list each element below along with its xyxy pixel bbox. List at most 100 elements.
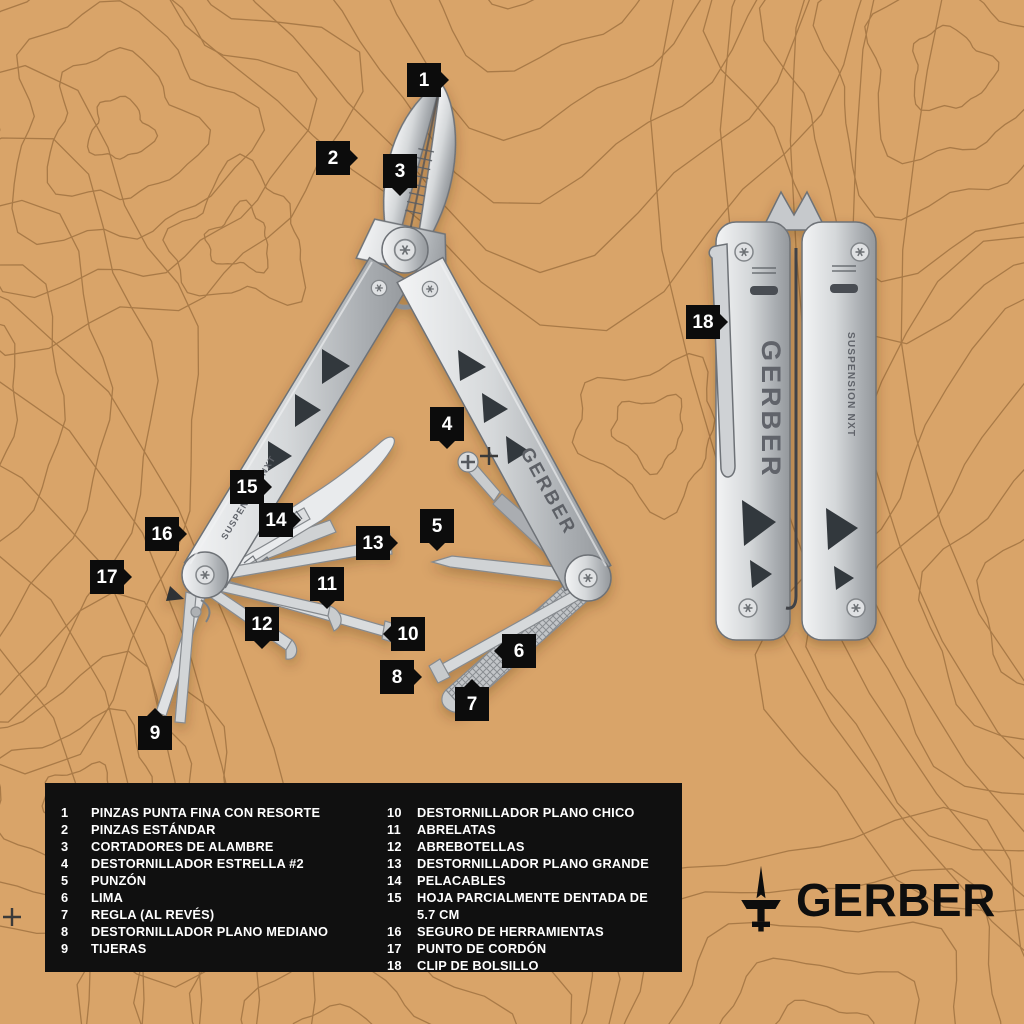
contour-line [11, 0, 266, 246]
legend-item-label: LIMA [91, 890, 124, 905]
legend-item-label: PUNTO DE CORDÓN [417, 941, 547, 956]
torx-screw-icon [393, 238, 417, 262]
legend-item-6: 6 LIMA [61, 889, 379, 906]
contour-line [702, 0, 1024, 345]
contour-line [438, 0, 641, 73]
legend-item-9: 9 TIJERAS [61, 940, 379, 957]
torx-screw-icon [578, 568, 598, 588]
bottle-opener-hook [285, 639, 298, 660]
legend-item-number: 9 [61, 941, 69, 956]
legend-item-number: 3 [61, 839, 69, 854]
contour-line [252, 0, 811, 274]
left-cutout-2 [295, 394, 321, 427]
legend-item-number: 4 [61, 856, 69, 871]
brand-lockup: GERBER [734, 862, 996, 938]
closed-cutout-3 [826, 508, 858, 550]
right-cutout-2 [482, 393, 508, 423]
contour-line [240, 951, 432, 1024]
legend-item-number: 14 [387, 873, 402, 888]
left-cutout-1 [322, 349, 350, 384]
small-flat-tip [381, 620, 396, 643]
contour-line [0, 0, 364, 357]
contour-line [332, 0, 758, 205]
torx-screw-icon [421, 280, 439, 298]
contour-line [812, 0, 1024, 221]
right-cutout-1 [458, 350, 486, 381]
legend-item-label: DESTORNILLADOR ESTRELLA #2 [91, 856, 304, 871]
contour-line [976, 538, 1024, 686]
legend-item-number: 13 [387, 856, 402, 871]
phillips-cross [461, 455, 475, 469]
contour-line [758, 0, 1024, 283]
legend-item-13: 13 DESTORNILLADOR PLANO GRANDE [387, 855, 670, 872]
legend-item-label: PINZAS PUNTA FINA CON RESORTE [91, 805, 321, 820]
legend-item-number: 5 [61, 873, 69, 888]
contour-line [0, 64, 200, 775]
contour-line [774, 999, 875, 1024]
legend-item-label: PELACABLES [417, 873, 506, 888]
closed-multitool: GERBER SUSPENSION NXT [708, 190, 877, 641]
left-handle-highlight [189, 261, 373, 565]
contour-line [389, 0, 702, 142]
contour-line [0, 591, 233, 988]
contour-line [162, 153, 307, 306]
plus-mark [3, 908, 21, 926]
scissor-spring [200, 599, 211, 623]
legend-item-label: REGLA (AL REVÉS) [91, 907, 215, 922]
lanyard-notch [166, 586, 184, 601]
legend-item-number: 11 [387, 822, 401, 837]
brand-wordmark: GERBER [796, 874, 996, 926]
torx-screw-icon [195, 565, 215, 585]
contour-line [581, 806, 1024, 1024]
contour-line [571, 352, 716, 521]
legend-item-number: 12 [387, 839, 402, 854]
legend-item-number: 1 [61, 805, 69, 820]
legend-item-1: 1 PINZAS PUNTA FINA CON RESORTE [61, 804, 379, 821]
right-handle-highlight [439, 261, 607, 567]
legend-item-label: ABRELATAS [417, 822, 496, 837]
legend-item-label: ABREBOTELLAS [417, 839, 525, 854]
contour-line [292, 1003, 373, 1024]
contour-line [668, 921, 958, 1024]
left-cutout-3 [268, 441, 292, 471]
jaw-serrations [405, 148, 435, 215]
legend-item-label: SEGURO DE HERRAMIENTAS [417, 924, 604, 939]
legend-item-number: 10 [387, 805, 402, 820]
legend-item-4: 4 DESTORNILLADOR ESTRELLA #2 [61, 855, 379, 872]
center-spring-wire [785, 248, 798, 610]
legend-item-label: TIJERAS [91, 941, 147, 956]
legend-item-label: HOJA PARCIALMENTE DENTADA DE 5.7 CM [417, 890, 648, 922]
contour-line [719, 957, 920, 1024]
contour-line [86, 95, 159, 160]
closed-right-half [801, 221, 877, 641]
legend-item-label: DESTORNILLADOR PLANO GRANDE [417, 856, 649, 871]
model-text-closed: SUSPENSION NXT [845, 332, 856, 437]
legend-item-label: PUNZÓN [91, 873, 147, 888]
legend-item-11: 11 ABRELATAS [387, 821, 670, 838]
legend-item-number: 6 [61, 890, 69, 905]
legend-item-14: 14 PELACABLES [387, 872, 670, 889]
right-handle [396, 256, 612, 592]
plus-mark [480, 447, 498, 465]
contour-line [203, 199, 269, 274]
contour-line [650, 0, 1024, 952]
closed-cutout-1 [742, 500, 776, 546]
plus-marks [3, 447, 498, 926]
contour-line [0, 0, 318, 299]
torx-screw-icon [850, 242, 870, 262]
medium-flat-tip [428, 658, 451, 684]
torx-screw-icon [734, 242, 754, 262]
contour-line [46, 46, 212, 201]
torx-screw-icon [370, 279, 388, 297]
